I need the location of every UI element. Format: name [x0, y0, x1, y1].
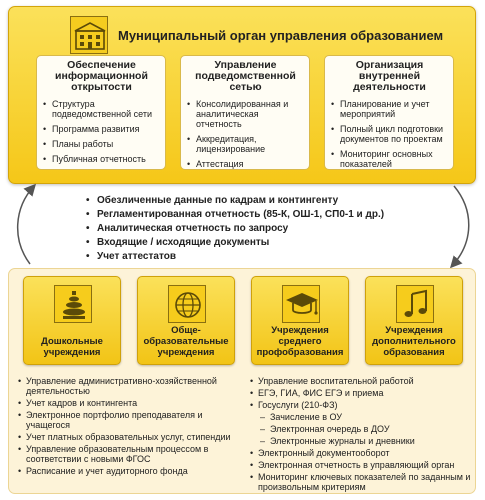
list-item: Мониторинг ключевых показателей по задан… — [250, 472, 472, 492]
inst-additional: Учреждения дополнительного образования — [365, 276, 463, 365]
list-item: Регламентированная отчетность (85-К, ОШ-… — [86, 208, 384, 222]
inst-label: Учреждения среднего профобразования — [256, 325, 344, 358]
list-item: Управление образовательным процессом в с… — [18, 444, 240, 464]
globe-icon — [168, 285, 206, 323]
list-item: Программа развития — [43, 124, 160, 134]
list-item: Полный цикл подготовки документов по про… — [331, 124, 448, 144]
list-item: Электронный документооборот — [250, 448, 472, 458]
inst-label: Дошкольные учреждения — [41, 336, 103, 358]
list-item: ЕГЭ, ГИА, ФИС ЕГЭ и приема — [250, 388, 472, 398]
box-list: Планирование и учет мероприятий Полный ц… — [331, 99, 448, 169]
list-item: Учет кадров и контингента — [18, 398, 240, 408]
list-item: Аналитическая отчетность по запросу — [86, 222, 384, 236]
list-item: Управление воспитательной работой — [250, 376, 472, 386]
list-item: Планы работы — [43, 139, 160, 149]
list-item: Планирование и учет мероприятий — [331, 99, 448, 119]
list-subitem: Электронные журналы и дневники — [250, 436, 472, 446]
list-item: Госуслуги (210-ФЗ) — [250, 400, 472, 410]
box-info-openness: Обеспечение информационной открытости Ст… — [36, 55, 166, 170]
inst-vocational: Учреждения среднего профобразования — [251, 276, 349, 365]
list-item: Входящие / исходящие документы — [86, 236, 384, 250]
graduation-cap-icon — [282, 285, 320, 323]
box-title: Управление подведомственной сетью — [195, 59, 296, 93]
left-function-list: Управление административно-хозяйственной… — [18, 376, 240, 478]
pyramid-toys-icon — [54, 285, 92, 323]
inst-label: Обще-образовательные учреждения — [143, 325, 229, 358]
arrow-up-left — [17, 183, 37, 265]
list-item: Структура подведомственной сети — [43, 99, 160, 119]
inst-general: Обще-образовательные учреждения — [137, 276, 235, 365]
list-item: Аттестация — [187, 159, 304, 169]
page-title: Муниципальный орган управления образован… — [118, 28, 444, 43]
list-subitem: Зачисление в ОУ — [250, 412, 472, 422]
list-item: Электронная отчетность в управляющий орг… — [250, 460, 472, 470]
box-internal-activity: Организация внутренней деятельности План… — [324, 55, 454, 170]
list-item: Публичная отчетность — [43, 154, 160, 164]
building-icon — [70, 16, 108, 54]
list-item: Электронное портфолио преподавателя и уч… — [18, 410, 240, 430]
list-item: Учет аттестатов — [86, 250, 384, 264]
list-subitem: Электронная очередь в ДОУ — [250, 424, 472, 434]
list-item: Обезличенные данные по кадрам и континге… — [86, 194, 384, 208]
right-function-list: Управление воспитательной работой ЕГЭ, Г… — [250, 376, 472, 494]
list-item: Мониторинг основных показателей — [331, 149, 448, 169]
box-list: Консолидированная и аналитическая отчетн… — [187, 99, 304, 169]
arrow-down-right — [449, 185, 470, 269]
list-item: Учет платных образовательных услуг, стип… — [18, 432, 240, 442]
music-note-icon — [396, 285, 434, 323]
box-network-management: Управление подведомственной сетью Консол… — [180, 55, 310, 170]
list-item: Аккредитация, лицензирование — [187, 134, 304, 154]
inst-preschool: Дошкольные учреждения — [23, 276, 121, 365]
inst-label: Учреждения дополнительного образования — [372, 325, 456, 358]
data-exchange-list: Обезличенные данные по кадрам и континге… — [86, 194, 384, 264]
box-title: Организация внутренней деятельности — [353, 59, 426, 93]
list-item: Консолидированная и аналитическая отчетн… — [187, 99, 304, 129]
list-item: Расписание и учет аудиторного фонда — [18, 466, 240, 476]
list-item: Управление административно-хозяйственной… — [18, 376, 240, 396]
box-title: Обеспечение информационной открытости — [55, 59, 148, 93]
box-list: Структура подведомственной сети Программ… — [43, 99, 160, 164]
